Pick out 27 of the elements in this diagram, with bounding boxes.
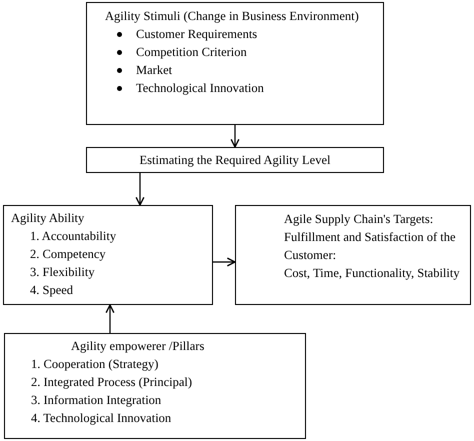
- list-item: 4. Speed: [29, 282, 74, 299]
- arrow: [213, 258, 236, 266]
- list-item: 2. Competency: [29, 246, 107, 263]
- list-item: Customer Requirements: [136, 26, 258, 43]
- list-item: 4. Technological Innovation: [30, 410, 172, 427]
- list-item: 3. Flexibility: [29, 264, 96, 281]
- process-box: [4, 333, 306, 439]
- arrow: [106, 304, 114, 333]
- list-item: Technological Innovation: [136, 80, 264, 97]
- box-text: Cost, Time, Functionality, Stability: [283, 265, 461, 282]
- arrow: [230, 125, 240, 148]
- list-item: 3. Information Integration: [30, 392, 162, 409]
- list-item: 1. Accountability: [29, 228, 118, 245]
- process-box: [86, 147, 384, 173]
- process-box: [86, 2, 384, 125]
- box-heading: Agility Stimuli (Change in Business Environment): [104, 8, 360, 25]
- box-heading: Agile Supply Chain's Targets: Fulfillment and Satisfaction of the Customer:: [283, 211, 456, 264]
- box-heading: Agility empowerer /Pillars: [70, 338, 206, 355]
- process-box: [235, 205, 471, 305]
- list-item: 1. Cooperation (Strategy): [30, 356, 160, 373]
- process-box: [3, 205, 213, 305]
- box-heading: Agility Ability: [10, 210, 86, 227]
- list-item: Competition Criterion: [136, 44, 247, 61]
- list-item: 2. Integrated Process (Principal): [30, 374, 194, 391]
- box-heading: Estimating the Required Agility Level: [138, 152, 332, 169]
- list-item: Market: [136, 62, 172, 79]
- arrow: [136, 173, 144, 206]
